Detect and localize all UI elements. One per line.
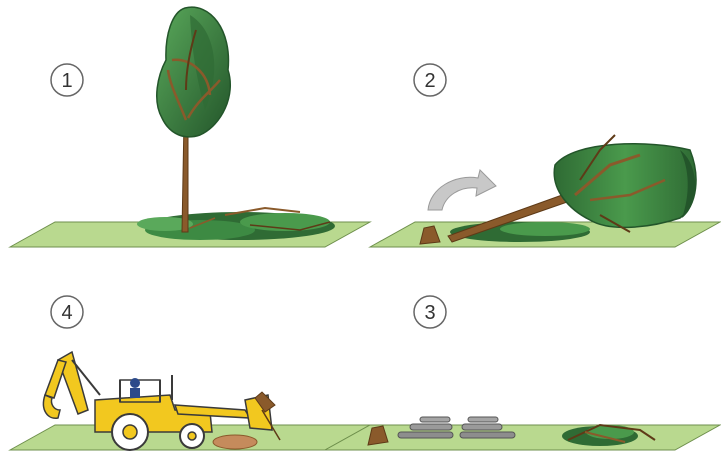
root-hole	[213, 435, 257, 449]
step-2-felled-tree: 2	[370, 64, 720, 247]
tree-crown-1	[157, 7, 231, 137]
step-1-badge: 1	[51, 64, 83, 96]
step-3-cut-logs: 3	[325, 296, 720, 450]
fall-direction-arrow	[428, 170, 496, 210]
step-2-number: 2	[424, 70, 435, 92]
step-3-number: 3	[424, 302, 435, 324]
step-4-badge: 4	[51, 296, 83, 328]
leaf-litter-1	[137, 208, 335, 240]
step-1-number: 1	[61, 70, 72, 92]
step-4-stump-removal: 4	[10, 296, 370, 450]
step-3-badge: 3	[414, 296, 446, 328]
step-1-standing-tree: 1	[10, 7, 370, 247]
fallen-crown-2	[554, 135, 696, 232]
step-2-badge: 2	[414, 64, 446, 96]
step-4-number: 4	[61, 302, 72, 324]
